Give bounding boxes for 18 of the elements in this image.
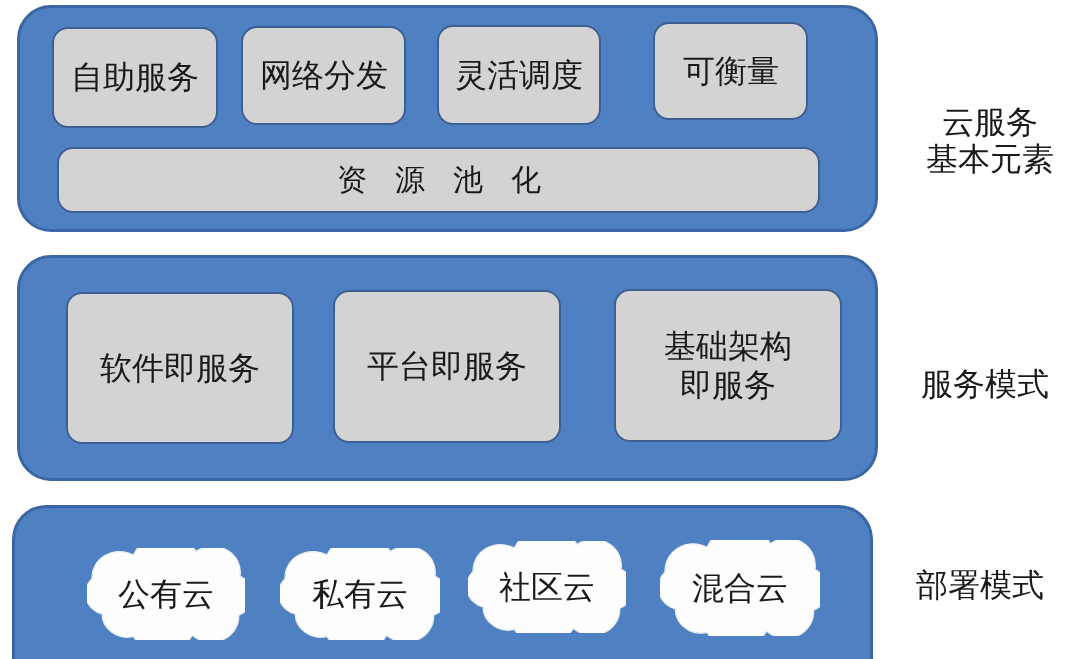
service-box: 平台即服务 <box>333 290 561 443</box>
layer-label: 部署模式 <box>915 567 1045 604</box>
cloud-shape: 混合云 <box>660 540 820 636</box>
resource-bar: 资源池化 <box>57 147 820 213</box>
service-box: 自助服务 <box>52 27 218 128</box>
layer-band <box>12 505 873 659</box>
layer-label: 服务模式 <box>920 366 1050 403</box>
cloud-shape: 社区云 <box>468 541 626 633</box>
service-box: 软件即服务 <box>66 292 294 444</box>
cloud-shape: 公有云 <box>87 548 245 640</box>
layer-band <box>17 255 878 481</box>
cloud-shape: 私有云 <box>280 548 440 640</box>
service-box: 网络分发 <box>241 26 406 125</box>
service-box: 可衡量 <box>653 22 808 120</box>
service-box: 灵活调度 <box>437 25 601 125</box>
layer-band <box>17 5 878 232</box>
service-box: 基础架构即服务 <box>614 289 842 442</box>
layer-label: 云服务基本元素 <box>925 104 1055 178</box>
